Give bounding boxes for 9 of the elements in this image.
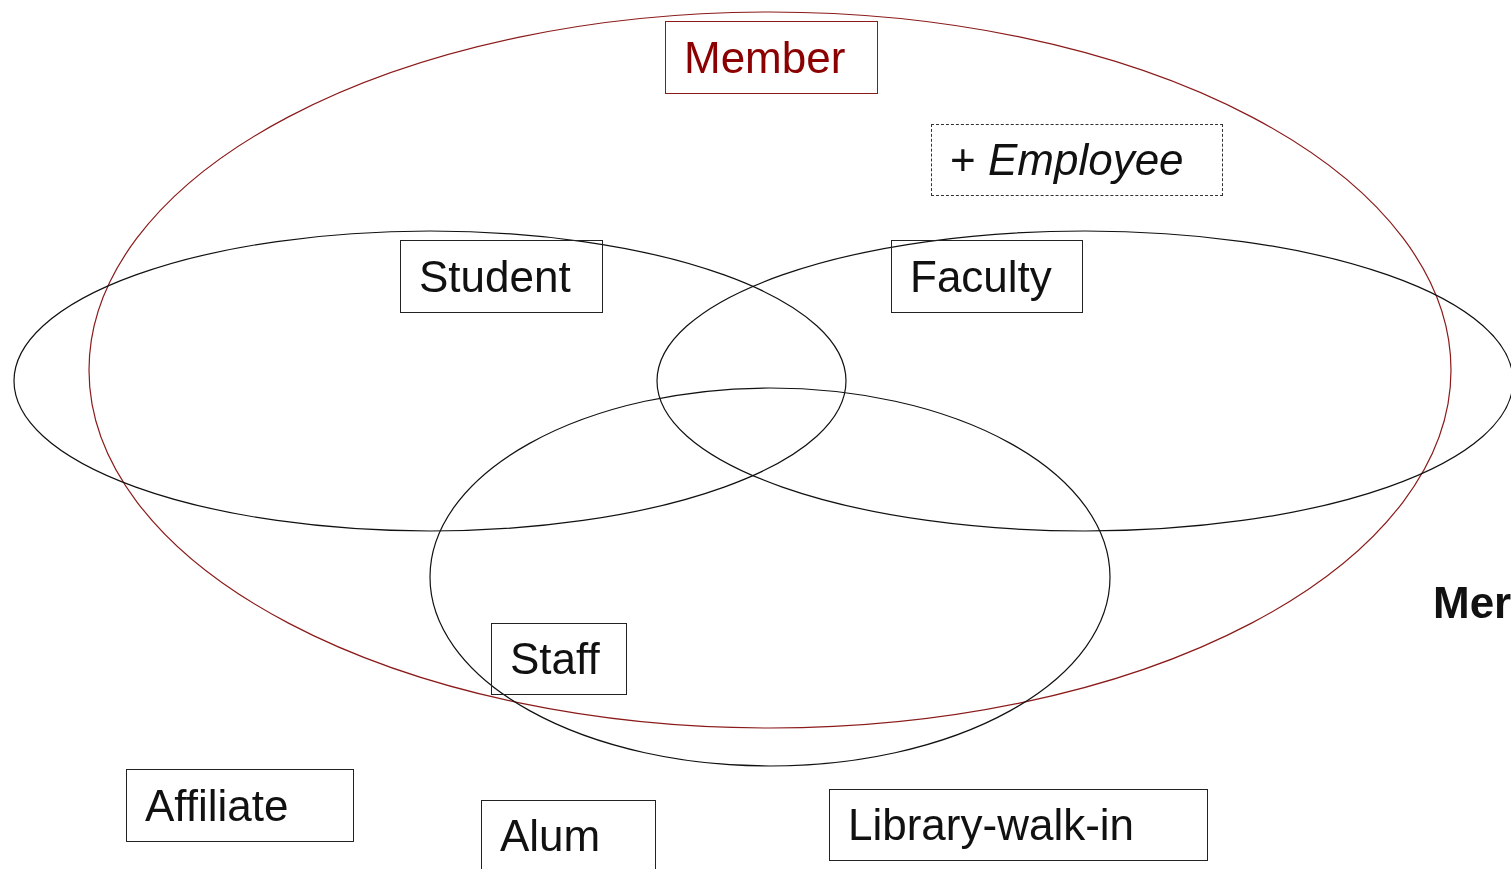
label-box: Library-walk-in (829, 789, 1208, 861)
label-box: Affiliate (126, 769, 354, 842)
side-label: Mer (1433, 578, 1511, 628)
label-box: Member (665, 21, 878, 94)
label-box: Faculty (891, 240, 1083, 313)
label-box: Student (400, 240, 603, 313)
label-box: Staff (491, 623, 627, 695)
label-box: Alum (481, 800, 656, 869)
label-box: + Employee (931, 124, 1223, 196)
